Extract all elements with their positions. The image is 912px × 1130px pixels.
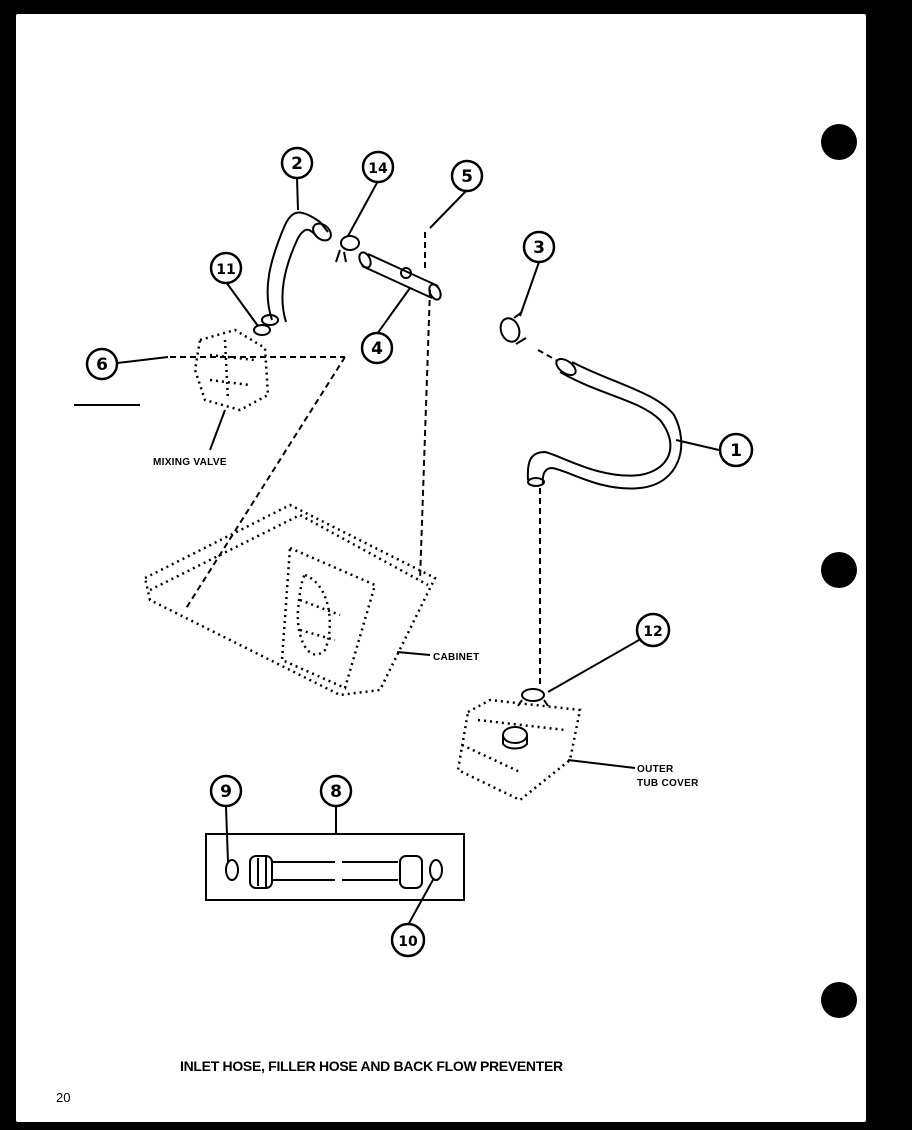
svg-text:6: 6 <box>96 355 108 375</box>
callout-5: 5 <box>450 159 484 193</box>
callout-12: 12 <box>635 612 671 648</box>
svg-text:9: 9 <box>220 782 232 802</box>
mixing-valve-label: MIXING VALVE <box>153 457 227 468</box>
mixing-valve-part-6 <box>74 328 270 412</box>
svg-text:5: 5 <box>461 167 473 187</box>
callout-9: 9 <box>209 774 243 808</box>
callout-3: 3 <box>522 230 556 264</box>
clamp-part-11 <box>253 324 271 336</box>
callout-leader-lines <box>116 177 720 926</box>
cabinet-label: CABINET <box>433 652 480 663</box>
callout-2: 2 <box>280 146 314 180</box>
clamp-part-12 <box>517 688 549 707</box>
svg-text:10: 10 <box>398 934 418 950</box>
callout-11: 11 <box>209 251 243 285</box>
svg-text:4: 4 <box>371 339 383 359</box>
callout-10: 10 <box>390 922 426 958</box>
outer-tub-cover-label-line2: TUB COVER <box>637 778 699 789</box>
svg-text:14: 14 <box>368 161 388 177</box>
outer-tub-cover-label-line1: OUTER <box>637 764 674 775</box>
page-number: 20 <box>56 1090 71 1105</box>
outer-tub-cover-outline <box>456 698 582 802</box>
callout-1: 1 <box>718 432 754 468</box>
svg-text:1: 1 <box>730 441 742 461</box>
inlet-hose-part-1 <box>526 358 683 490</box>
binder-hole-bottom <box>821 982 857 1018</box>
svg-text:3: 3 <box>533 238 545 258</box>
callout-8: 8 <box>319 774 353 808</box>
cabinet-outline <box>143 503 437 697</box>
diagram-sheet <box>16 14 866 1122</box>
inlet-hose-assembly-part-8 <box>205 833 465 901</box>
binder-hole-middle <box>821 552 857 588</box>
svg-text:8: 8 <box>330 782 342 802</box>
clamp-part-14 <box>335 235 360 263</box>
callout-4: 4 <box>360 331 394 365</box>
svg-text:12: 12 <box>643 624 662 640</box>
callout-6: 6 <box>85 347 119 381</box>
back-flow-preventer-part-4 <box>358 251 442 301</box>
svg-text:11: 11 <box>216 262 235 278</box>
binder-hole-top <box>821 124 857 160</box>
diagram-title: INLET HOSE, FILLER HOSE AND BACK FLOW PR… <box>180 1058 563 1074</box>
clamp-part-3 <box>499 311 527 345</box>
svg-text:2: 2 <box>291 154 303 174</box>
guide-line-clamp-3 <box>537 349 557 361</box>
guide-line-part-4-to-cabinet <box>419 289 431 581</box>
filler-hose-part-2 <box>261 211 332 326</box>
callout-14: 14 <box>361 150 395 184</box>
guide-line-valve-to-cabinet <box>184 356 346 611</box>
